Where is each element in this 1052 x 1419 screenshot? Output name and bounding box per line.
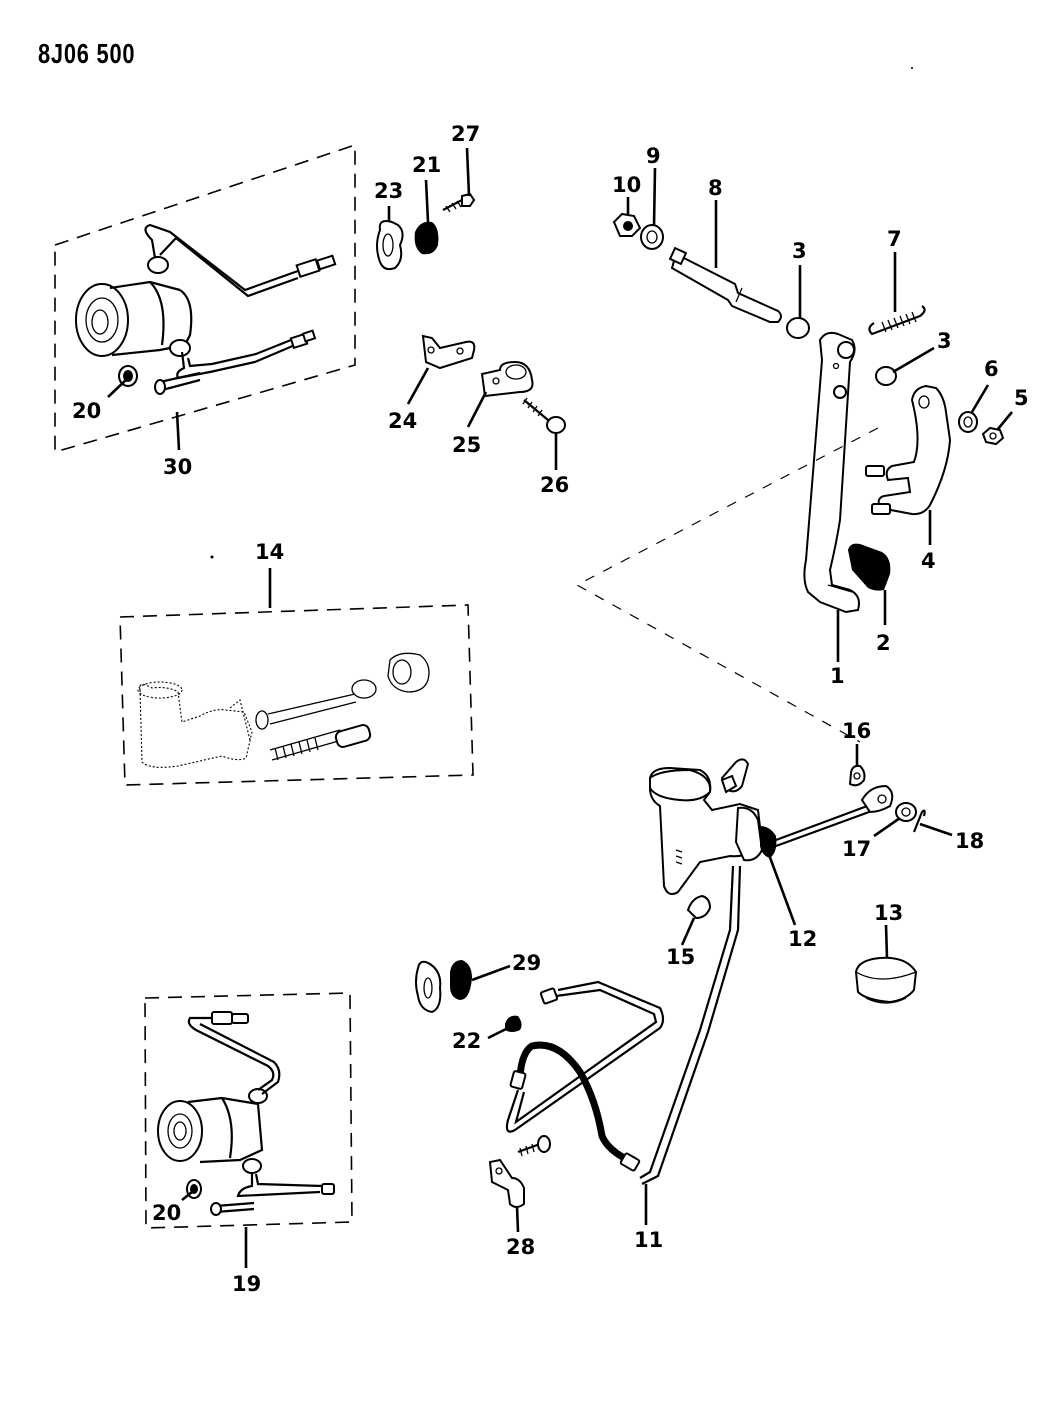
- callout-28[interactable]: 28: [506, 1235, 535, 1259]
- screw-27: [442, 192, 476, 213]
- boot-21: [414, 221, 439, 255]
- group-19-dashed-frame: [144, 992, 353, 1229]
- callout-9[interactable]: 9: [646, 144, 661, 168]
- washer-6: [958, 411, 978, 433]
- callout-29[interactable]: 29: [512, 951, 541, 975]
- callout-24[interactable]: 24: [388, 409, 417, 433]
- diagram-code: 8J06 500: [38, 38, 136, 69]
- boot-kit: [387, 652, 430, 693]
- callout-3-lower[interactable]: 3: [937, 329, 952, 353]
- seal-plate-23: [376, 220, 404, 271]
- scan-speck: [210, 555, 214, 559]
- callout-19[interactable]: 19: [232, 1272, 261, 1296]
- callout-26[interactable]: 26: [540, 473, 569, 497]
- scan-speck: [911, 67, 913, 69]
- callout-1[interactable]: 1: [830, 664, 845, 688]
- pedal-pad-2: [848, 543, 891, 591]
- group-19-slave-cylinder-assembly: 20 19: [144, 992, 353, 1296]
- washer-17: [895, 802, 917, 822]
- bleeder-pin-upper: [154, 371, 201, 395]
- spring-7: [868, 305, 926, 336]
- callout-16[interactable]: 16: [842, 719, 871, 743]
- master-cylinder-body-outline: [137, 681, 253, 768]
- callout-10[interactable]: 10: [612, 173, 641, 197]
- callout-20-lower[interactable]: 20: [152, 1201, 181, 1225]
- callout-14[interactable]: 14: [255, 540, 284, 564]
- callout-15[interactable]: 15: [666, 945, 695, 969]
- bracket-24: [421, 334, 476, 370]
- boot-29: [450, 960, 472, 1000]
- piston-spring-kit: [269, 724, 372, 761]
- callout-25[interactable]: 25: [452, 433, 481, 457]
- group-14-master-cylinder-kit: 14: [119, 540, 474, 786]
- callout-2[interactable]: 2: [876, 631, 891, 655]
- washer-9: [640, 224, 664, 250]
- seal-plate: [415, 960, 442, 1014]
- hydraulic-line-11: [505, 865, 742, 1185]
- slave-cylinder-upper: [75, 223, 337, 380]
- clip-25: [480, 360, 534, 398]
- bolt-26: [522, 397, 566, 434]
- callout-11[interactable]: 11: [634, 1228, 663, 1252]
- callout-4[interactable]: 4: [921, 549, 936, 573]
- clutch-pedal-1: [803, 331, 860, 614]
- shaft-8: [668, 246, 782, 323]
- slave-cylinder-lower: [157, 1011, 335, 1198]
- callout-20-upper[interactable]: 20: [72, 399, 101, 423]
- group-30-dashed-frame: [54, 143, 356, 454]
- callout-6[interactable]: 6: [984, 357, 999, 381]
- cap-15: [686, 894, 712, 920]
- pushrod-eye: [860, 784, 894, 814]
- callout-27[interactable]: 27: [451, 122, 480, 146]
- callout-8[interactable]: 8: [708, 176, 723, 200]
- reservoir-cap-13: [854, 956, 918, 1004]
- bushing-3-upper: [786, 317, 810, 339]
- callout-13[interactable]: 13: [874, 901, 903, 925]
- group-14-dashed-frame: [119, 604, 474, 786]
- callout-3-upper[interactable]: 3: [792, 239, 807, 263]
- bracket-plate-4: [865, 384, 952, 516]
- callout-22[interactable]: 22: [452, 1029, 481, 1053]
- callout-21[interactable]: 21: [412, 153, 441, 177]
- callout-18[interactable]: 18: [955, 829, 984, 853]
- callout-12[interactable]: 12: [788, 927, 817, 951]
- nut-10: [612, 212, 642, 237]
- plug-22: [505, 1015, 522, 1032]
- group-30-slave-cylinder-assembly: 20 30: [54, 143, 356, 479]
- cotter-pin-18: [912, 809, 926, 833]
- bracket-28: [488, 1135, 551, 1208]
- callout-23[interactable]: 23: [374, 179, 403, 203]
- nut-5: [981, 426, 1005, 446]
- callout-7[interactable]: 7: [887, 227, 902, 251]
- master-cylinder-12: [649, 758, 881, 895]
- callout-5[interactable]: 5: [1014, 386, 1029, 410]
- pushrod-kit: [255, 679, 377, 730]
- callout-30[interactable]: 30: [163, 455, 192, 479]
- bushing-16: [848, 764, 866, 787]
- bushing-3-lower: [875, 366, 897, 386]
- callout-17[interactable]: 17: [842, 837, 871, 861]
- bleeder-pin-lower: [210, 1201, 255, 1216]
